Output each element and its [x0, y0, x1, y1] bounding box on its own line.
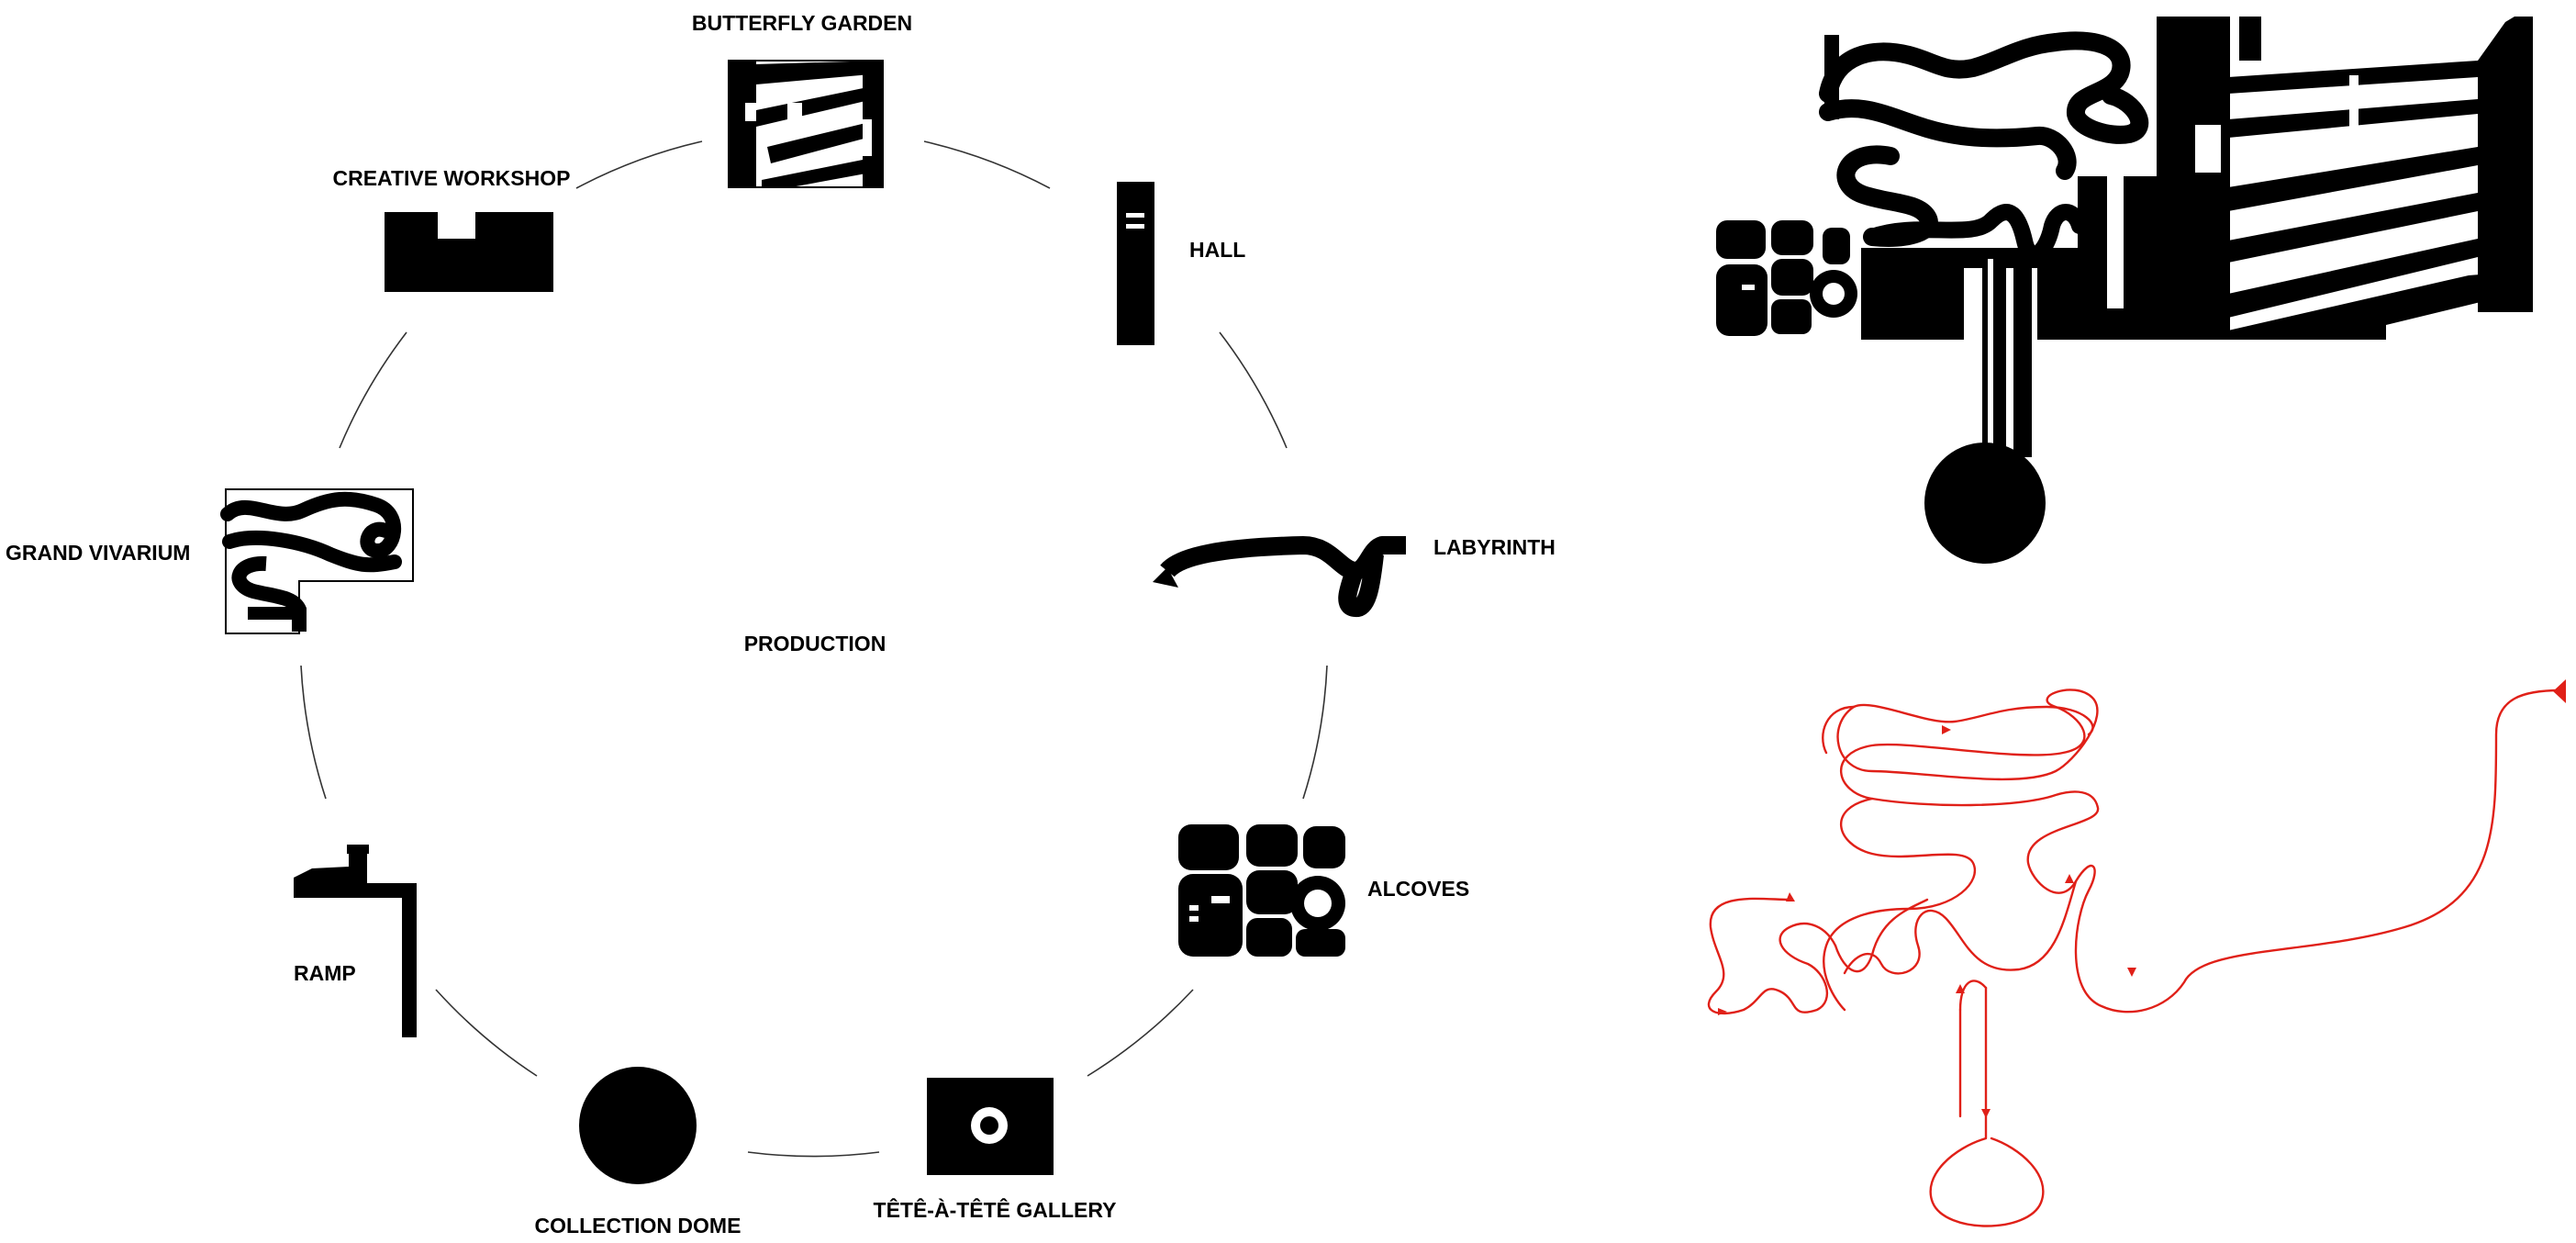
node-label: TÊTÊ-À-TÊTÊ GALLERY — [874, 1197, 1117, 1222]
direction-arrow — [2127, 968, 2136, 977]
direction-arrow — [1956, 984, 1965, 993]
connector-arc — [575, 140, 703, 189]
direction-arrow — [1786, 892, 1795, 901]
connector-arc — [1087, 989, 1194, 1077]
composite-floor-plan — [1716, 17, 2533, 564]
route-line — [1836, 689, 2562, 1013]
hall-icon — [1117, 182, 1154, 345]
node-label: RAMP — [294, 961, 356, 985]
node-butterfly-garden[interactable]: BUTTERFLY GARDEN — [692, 11, 912, 188]
connector-arc — [300, 665, 327, 800]
node-labyrinth[interactable]: LABYRINTH — [1153, 535, 1556, 617]
node-ramp[interactable]: RAMP — [294, 845, 417, 1037]
circulation-path — [1707, 679, 2566, 1227]
center-label: PRODUCTION — [744, 632, 887, 655]
direction-arrow — [1718, 1008, 1727, 1015]
connector-arc — [747, 1151, 880, 1158]
labyrinth-icon — [1153, 536, 1406, 617]
node-alcoves[interactable]: ALCOVES — [1178, 824, 1469, 957]
node-tete-a-tete-gallery[interactable]: TÊTÊ-À-TÊTÊ GALLERY — [874, 1078, 1117, 1222]
alcoves-icon — [1178, 824, 1345, 957]
node-label: GRAND VIVARIUM — [6, 541, 190, 565]
grand-vivarium-icon — [220, 488, 414, 634]
program-ring — [300, 140, 1328, 1158]
connector-arc — [1219, 331, 1288, 449]
direction-arrow — [1942, 725, 1951, 734]
connector-arc — [1302, 665, 1328, 800]
creative-workshop-icon — [385, 212, 553, 292]
node-label: COLLECTION DOME — [535, 1214, 742, 1237]
connector-arc — [923, 140, 1051, 189]
node-grand-vivarium[interactable]: GRAND VIVARIUM — [6, 488, 414, 634]
connector-arc — [339, 331, 407, 449]
collection-dome-icon — [579, 1067, 697, 1184]
node-label: LABYRINTH — [1433, 535, 1556, 559]
node-label: ALCOVES — [1367, 877, 1469, 901]
node-collection-dome[interactable]: COLLECTION DOME — [535, 1067, 742, 1237]
direction-arrow — [2065, 874, 2074, 883]
connector-arc — [435, 989, 538, 1077]
node-label: HALL — [1189, 238, 1245, 262]
butterfly-garden-icon — [728, 60, 884, 188]
direction-arrow — [1981, 1109, 1991, 1118]
node-label: CREATIVE WORKSHOP — [333, 166, 571, 190]
node-hall[interactable]: HALL — [1117, 182, 1245, 345]
direction-arrow — [2553, 679, 2566, 703]
node-label: BUTTERFLY GARDEN — [692, 11, 912, 35]
node-creative-workshop[interactable]: CREATIVE WORKSHOP — [333, 166, 571, 292]
vivarium-meander — [1819, 31, 2149, 144]
tete-a-tete-gallery-icon — [927, 1078, 1054, 1175]
ramp-icon — [294, 845, 417, 1037]
